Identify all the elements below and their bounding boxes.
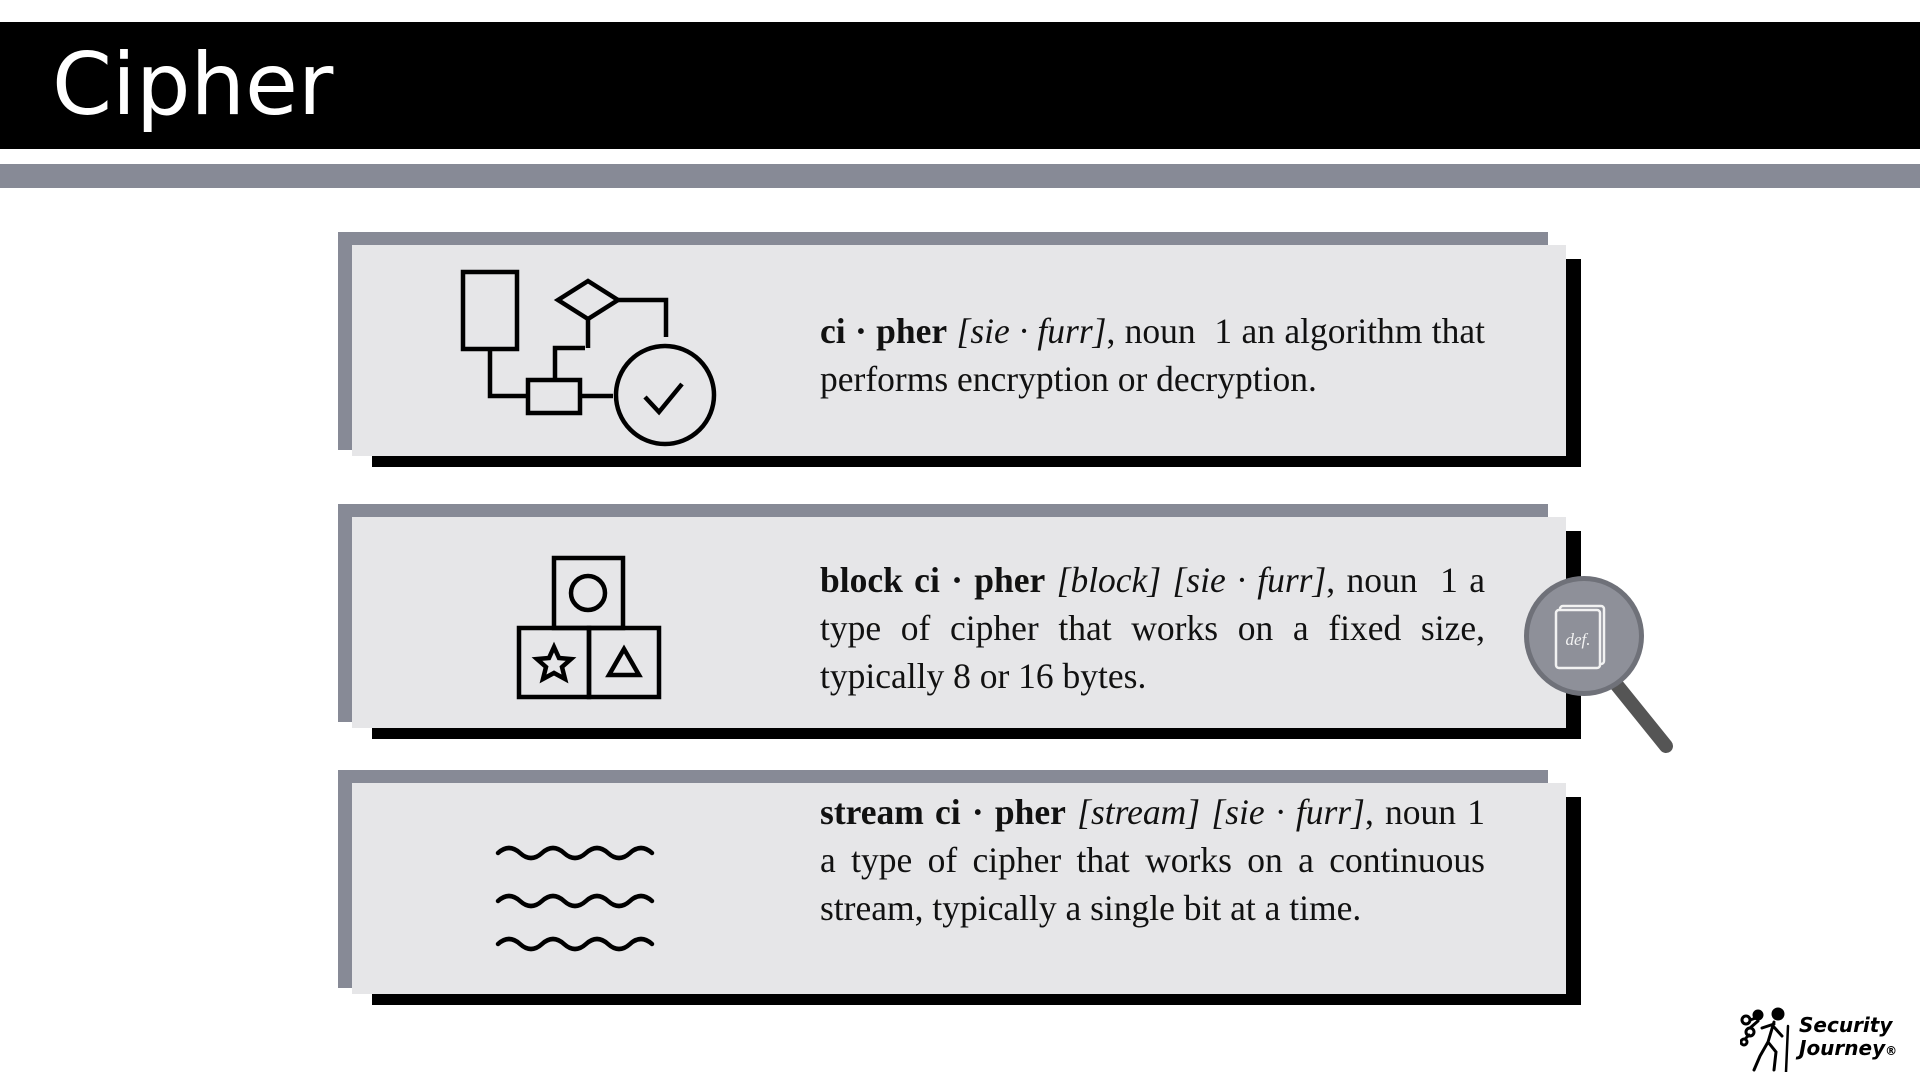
magnifier-book-icon: def. [1524, 576, 1673, 753]
definition-term: stream ci · pher [820, 792, 1066, 832]
definition-pronunciation: [sie · furr] [956, 311, 1107, 351]
definition-part-of-speech: , noun [1106, 311, 1196, 351]
definition-sense-number: 1 [1467, 792, 1485, 832]
definition-body: an algorithm that performs encryption or… [820, 311, 1486, 399]
title-bar: Cipher [0, 22, 1920, 149]
definition-text: stream ci · pher [stream] [sie · furr], … [820, 788, 1485, 932]
definition-body: a type of cipher that works on a continu… [820, 840, 1485, 928]
flowchart-icon [460, 269, 717, 447]
definition-card-stream-cipher: stream ci · pher [stream] [sie · furr], … [338, 770, 1581, 1005]
definition-pronunciation: [block] [sie · furr] [1056, 560, 1327, 600]
definition-term: block ci · pher [820, 560, 1046, 600]
definition-term: ci · pher [820, 311, 948, 351]
registered-mark: ® [1885, 1044, 1898, 1058]
blocks-icon [516, 555, 662, 700]
waves-icon [495, 845, 655, 952]
definition-body: a type of cipher that works on a fixed s… [820, 560, 1485, 696]
definition-card-cipher: ci · pher [sie · furr], noun 1 an algori… [338, 232, 1581, 467]
magnifier-label: def. [1565, 630, 1590, 649]
brand-name-line-2: Journey® [1799, 1036, 1898, 1060]
brand-name-line-1: Security [1799, 1013, 1893, 1037]
definition-text: ci · pher [sie · furr], noun 1 an algori… [820, 307, 1485, 403]
definition-pronunciation: [stream] [sie · furr] [1077, 792, 1365, 832]
definition-part-of-speech: , noun [1364, 792, 1457, 832]
definition-part-of-speech: , noun [1326, 560, 1418, 600]
page-title: Cipher [52, 35, 334, 135]
definition-sense-number: 1 [1440, 560, 1458, 600]
divider-bar [0, 164, 1920, 188]
hiker-icon [1740, 1007, 1790, 1072]
definition-text: block ci · pher [block] [sie · furr], no… [820, 556, 1485, 700]
security-journey-logo: Security Journey® [1740, 1006, 1897, 1072]
definition-sense-number: 1 [1214, 311, 1233, 351]
definition-card-block-cipher: block ci · pher [block] [sie · furr], no… [338, 504, 1581, 739]
